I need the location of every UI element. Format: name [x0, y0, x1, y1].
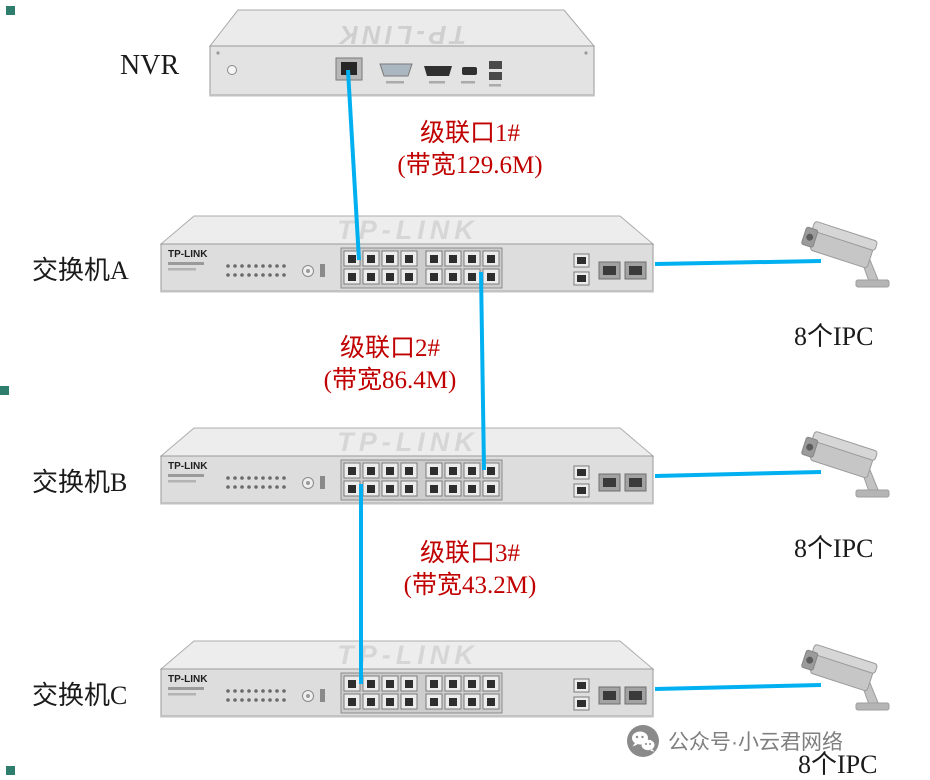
switch-a-device — [156, 212, 661, 300]
ipc-uplink-cable-c — [654, 683, 822, 691]
edge-artifact-top-left — [6, 6, 15, 15]
ipc-count-c-label: 8个IPC — [798, 750, 878, 779]
ipc-count-a-label: 8个IPC — [794, 322, 874, 351]
cascade-link-2-label: 级联口2# (带宽86.4M) — [240, 333, 540, 397]
ipc-camera-c-icon — [798, 641, 893, 721]
switch-b-device — [156, 424, 661, 512]
switch-c-label: 交换机C — [32, 681, 128, 710]
ipc-camera-a-icon — [798, 218, 893, 298]
cascade-link-1-bandwidth: (带宽129.6M) — [397, 152, 543, 179]
ipc-count-b-label: 8个IPC — [794, 534, 874, 563]
cascade-link-3-label: 级联口3# (带宽43.2M) — [320, 538, 620, 602]
edge-artifact-left-middle — [0, 386, 9, 395]
cascade-link-2-port: 级联口2# — [339, 335, 440, 362]
switch-b-label: 交换机B — [32, 468, 128, 497]
ipc-uplink-cable-a — [654, 259, 822, 266]
wechat-icon — [627, 725, 659, 757]
cascade-link-3-bandwidth: (带宽43.2M) — [403, 572, 537, 599]
switch-a-label: 交换机A — [32, 256, 129, 285]
ipc-camera-b-icon — [798, 428, 893, 508]
switch-c-device — [156, 637, 661, 725]
nvr-device — [208, 6, 596, 106]
nvr-label: NVR — [120, 50, 180, 81]
watermark: 公众号·小云君网络 — [626, 724, 843, 758]
cascade-link-3-port: 级联口3# — [419, 540, 520, 567]
ipc-uplink-cable-b — [654, 470, 822, 478]
cascade-link-1-port: 级联口1# — [419, 120, 520, 147]
watermark-text: 公众号·小云君网络 — [668, 731, 843, 754]
cascade-link-2-bandwidth: (带宽86.4M) — [323, 367, 457, 394]
edge-artifact-bottom-left — [6, 766, 15, 775]
cascade-link-1-label: 级联口1# (带宽129.6M) — [320, 118, 620, 182]
